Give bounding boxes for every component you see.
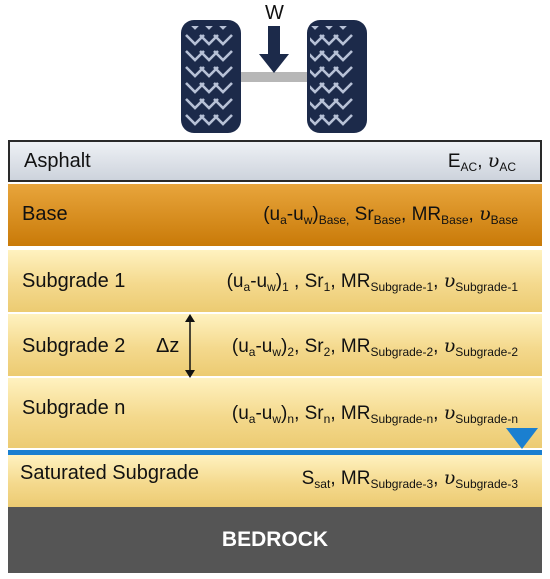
subscript: Subgrade-1 — [370, 280, 434, 294]
subscript: 1 — [323, 280, 331, 294]
asphalt-layer: Asphalt EAC, υAC — [8, 140, 542, 182]
base-layer: Base (ua-uw)Base, SrBase, MRBase, υBase — [8, 184, 542, 246]
property-text: -u — [255, 336, 273, 357]
subscript: Subgrade-n — [370, 412, 434, 426]
load-label: W — [265, 2, 284, 24]
subscript: n — [323, 412, 331, 426]
poisson-symbol: υ — [443, 402, 456, 424]
property-text: R — [427, 204, 442, 225]
subscript: w — [267, 280, 276, 294]
subscript: Subgrade-1 — [455, 280, 518, 294]
saturated-subgrade-layer: Saturated Subgrade Ssat, MRSubgrade-3, υ… — [8, 455, 542, 507]
subscript: AC — [499, 160, 516, 174]
poisson-symbol: υ — [443, 335, 456, 357]
poisson-symbol: υ — [443, 270, 456, 292]
subgrade-n-label: Subgrade n — [22, 397, 126, 419]
property-text: (u — [226, 271, 244, 292]
subscript: 2 — [323, 345, 331, 359]
saturated-subgrade-properties: Ssat, MRSubgrade-3, υSubgrade-3 — [302, 467, 518, 490]
subgrade-n-layer: Subgrade n (ua-uw)n, Srn, MRSubgrade-n, … — [8, 378, 542, 448]
property-text: R — [356, 271, 371, 292]
property-text: , — [433, 403, 444, 424]
property-text: (u — [231, 336, 249, 357]
subgrade-1-properties: (ua-uw)1 , Sr1, MRSubgrade-1, υSubgrade-… — [227, 270, 518, 293]
property-text: (u — [231, 403, 249, 424]
property-text: Sr — [349, 204, 374, 225]
subscript: Base — [490, 213, 518, 227]
property-text: , M — [330, 336, 357, 357]
subscript: sat — [314, 477, 331, 491]
property-text: , M — [401, 204, 428, 225]
subgrade-1-label: Subgrade 1 — [22, 270, 126, 292]
poisson-symbol: υ — [443, 467, 456, 489]
bedrock-label: BEDROCK — [221, 528, 329, 551]
subscript: Base, — [318, 213, 350, 227]
subgrade-2-label: Subgrade 2 — [22, 335, 126, 357]
subgrade-n-properties: (ua-uw)n, Srn, MRSubgrade-n, υSubgrade-n — [232, 402, 518, 425]
asphalt-properties: EAC, υAC — [448, 150, 516, 173]
property-text: ) — [275, 271, 283, 292]
property-text: -u — [255, 403, 273, 424]
subscript: w — [303, 213, 313, 227]
water-table-line — [8, 450, 542, 455]
property-text: , M — [330, 271, 357, 292]
property-text: R — [356, 403, 371, 424]
subscript: AC — [460, 160, 478, 174]
property-text: , — [433, 468, 444, 489]
subscript: Subgrade-2 — [370, 345, 434, 359]
subscript: a — [248, 412, 256, 426]
subscript: Subgrade-3 — [370, 477, 434, 491]
base-label: Base — [22, 203, 68, 225]
property-text: , Sr — [294, 403, 324, 424]
property-text: , M — [330, 468, 357, 489]
property-text: R — [356, 468, 371, 489]
property-text: R — [356, 336, 371, 357]
subgrade-1-layer: Subgrade 1 (ua-uw)1 , Sr1, MRSubgrade-1,… — [8, 250, 542, 312]
property-text: , — [433, 336, 444, 357]
subscript: a — [243, 280, 251, 294]
subscript: w — [272, 412, 282, 426]
property-text: ) — [312, 204, 319, 225]
thickness-label: Δz — [156, 335, 180, 357]
subscript: n — [287, 412, 295, 426]
thickness-arrow-icon — [185, 314, 195, 378]
subgrade-2-properties: (ua-uw)2, Sr2, MRSubgrade-2, υSubgrade-2 — [232, 335, 518, 358]
subscript: Base — [441, 213, 469, 227]
property-text: -u — [286, 204, 304, 225]
base-properties: (ua-uw)Base, SrBase, MRBase, υBase — [263, 203, 518, 226]
property-text: , — [433, 271, 444, 292]
saturated-subgrade-label: Saturated Subgrade — [20, 462, 200, 484]
subscript: a — [280, 213, 287, 227]
bedrock-layer: BEDROCK — [8, 507, 542, 573]
property-text: E — [447, 151, 461, 172]
asphalt-label: Asphalt — [24, 150, 91, 172]
subscript: Base — [373, 213, 402, 227]
property-text: , — [477, 151, 488, 172]
water-table-icon — [506, 428, 538, 449]
subscript: 2 — [287, 345, 295, 359]
subscript: 1 — [282, 280, 289, 294]
property-text: (u — [263, 204, 281, 225]
property-text: -u — [250, 271, 268, 292]
subscript: Subgrade-3 — [455, 477, 518, 491]
property-text: , Sr — [288, 271, 324, 292]
property-text: S — [301, 468, 315, 489]
poisson-symbol: υ — [487, 150, 500, 172]
right-tire-icon — [307, 20, 367, 133]
property-text: , — [468, 204, 480, 225]
property-text: ) — [281, 403, 288, 424]
wheel-load-illustration — [181, 20, 367, 133]
property-text: , M — [330, 403, 357, 424]
load-arrow-icon — [259, 26, 289, 73]
subscript: a — [248, 345, 256, 359]
subscript: Subgrade-n — [455, 412, 518, 426]
property-text: , Sr — [294, 336, 324, 357]
subgrade-2-layer: Subgrade 2 (ua-uw)2, Sr2, MRSubgrade-2, … — [8, 314, 542, 376]
property-text: ) — [281, 336, 288, 357]
subscript: Subgrade-2 — [455, 345, 518, 359]
subscript: w — [272, 345, 282, 359]
poisson-symbol: υ — [479, 203, 491, 225]
left-tire-icon — [181, 20, 241, 133]
axle — [238, 72, 308, 82]
